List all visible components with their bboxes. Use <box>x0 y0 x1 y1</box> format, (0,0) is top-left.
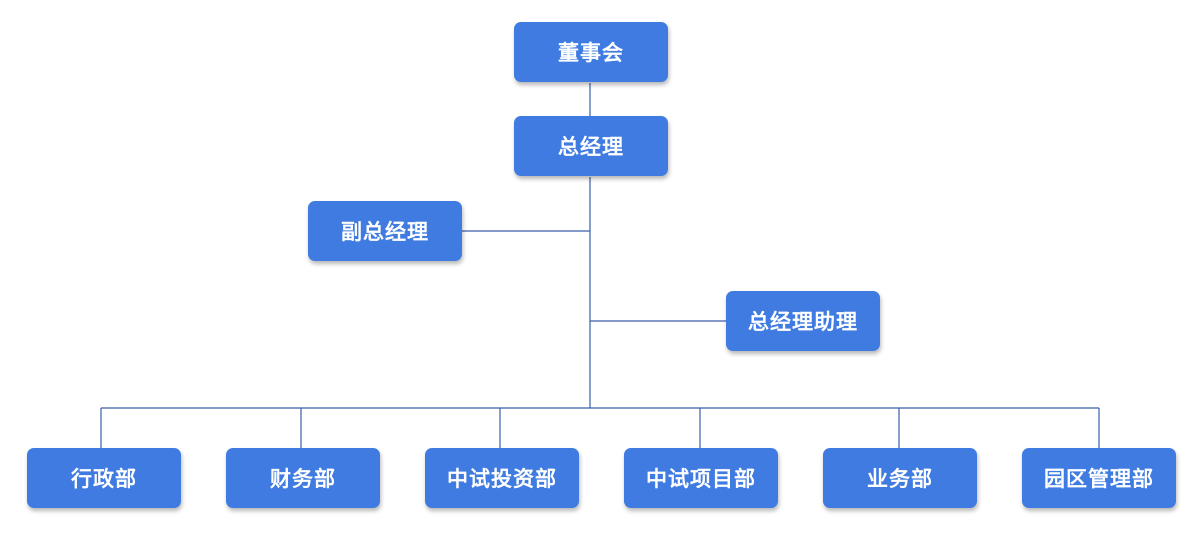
department-label: 园区管理部 <box>1044 466 1154 491</box>
department-node: 业务部 <box>823 448 977 508</box>
department-label: 财务部 <box>270 466 336 491</box>
deputy-general-manager-node: 副总经理 <box>308 201 462 261</box>
general-manager-node: 总经理 <box>514 116 668 176</box>
department-label: 中试投资部 <box>447 466 557 491</box>
department-node: 中试投资部 <box>425 448 579 508</box>
department-node: 园区管理部 <box>1022 448 1176 508</box>
deputy-general-manager-label: 副总经理 <box>341 219 429 244</box>
department-label: 中试项目部 <box>646 466 756 491</box>
board-label: 董事会 <box>558 40 624 65</box>
general-manager-label: 总经理 <box>558 134 624 159</box>
gm-assistant-node: 总经理助理 <box>726 291 880 351</box>
department-node: 财务部 <box>226 448 380 508</box>
department-label: 业务部 <box>867 466 933 491</box>
gm-assistant-label: 总经理助理 <box>748 309 858 334</box>
department-node: 中试项目部 <box>624 448 778 508</box>
department-label: 行政部 <box>71 466 137 491</box>
department-node: 行政部 <box>27 448 181 508</box>
board-node: 董事会 <box>514 22 668 82</box>
